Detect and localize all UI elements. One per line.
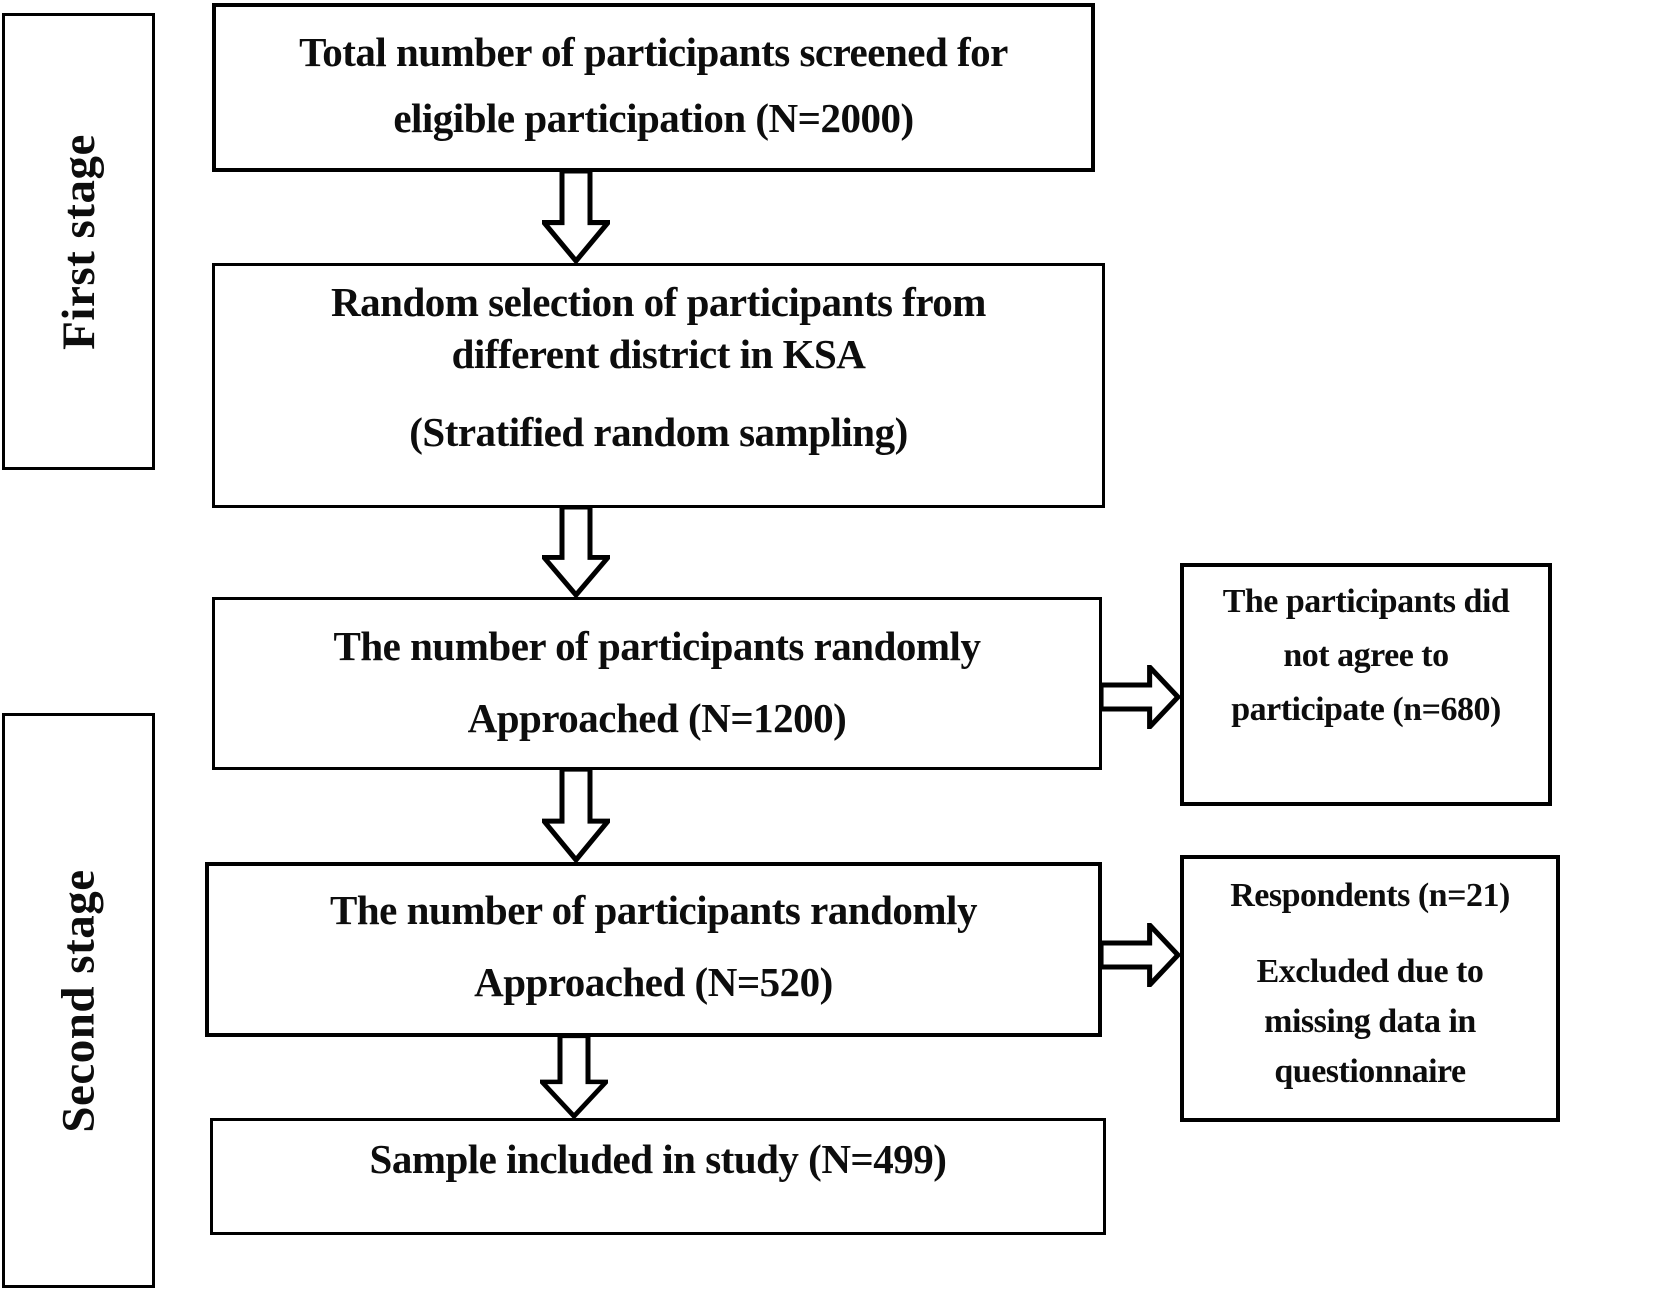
text-line: not agree to bbox=[1283, 637, 1449, 674]
box-screened: Total number of participants screened fo… bbox=[212, 3, 1095, 172]
text-line: missing data in bbox=[1264, 1003, 1476, 1040]
down-arrow-icon bbox=[536, 1033, 612, 1120]
box-random-selection: Random selection of participants from di… bbox=[212, 263, 1105, 508]
box-respondents-excluded: Respondents (n=21) Excluded due to missi… bbox=[1180, 855, 1560, 1122]
text-line: Approached (N=520) bbox=[474, 959, 833, 1005]
text-line: Respondents (n=21) bbox=[1230, 877, 1510, 914]
text-line: Total number of participants screened fo… bbox=[299, 29, 1008, 75]
text-line: questionnaire bbox=[1274, 1053, 1466, 1090]
down-arrow-icon bbox=[538, 504, 614, 599]
text-line: The number of participants randomly bbox=[333, 623, 981, 669]
text-line: different district in KSA bbox=[451, 331, 866, 377]
stage-first-label: First stage bbox=[52, 133, 105, 350]
text-line: eligible participation (N=2000) bbox=[393, 95, 914, 141]
down-arrow-icon bbox=[538, 766, 614, 864]
text-line: Excluded due to bbox=[1256, 953, 1484, 990]
text-line: (Stratified random sampling) bbox=[409, 409, 908, 455]
stage-box-first: First stage bbox=[2, 13, 155, 470]
right-arrow-icon bbox=[1098, 660, 1182, 734]
text-line: The number of participants randomly bbox=[330, 887, 977, 933]
text-line: Random selection of participants from bbox=[331, 279, 986, 325]
stage-second-label: Second stage bbox=[52, 868, 105, 1133]
box-approached-520: The number of participants randomly Appr… bbox=[205, 862, 1102, 1037]
box-approached-1200: The number of participants randomly Appr… bbox=[212, 597, 1102, 770]
down-arrow-icon bbox=[538, 168, 614, 265]
box-not-agree: The participants did not agree to partic… bbox=[1180, 563, 1552, 806]
right-arrow-icon bbox=[1098, 918, 1182, 992]
box-sample-included: Sample included in study (N=499) bbox=[210, 1118, 1106, 1235]
text-line: Sample included in study (N=499) bbox=[369, 1136, 947, 1182]
stage-box-second: Second stage bbox=[2, 713, 155, 1288]
text-line: Approached (N=1200) bbox=[467, 695, 847, 741]
text-line: The participants did bbox=[1222, 583, 1510, 620]
text-line: participate (n=680) bbox=[1231, 691, 1501, 728]
